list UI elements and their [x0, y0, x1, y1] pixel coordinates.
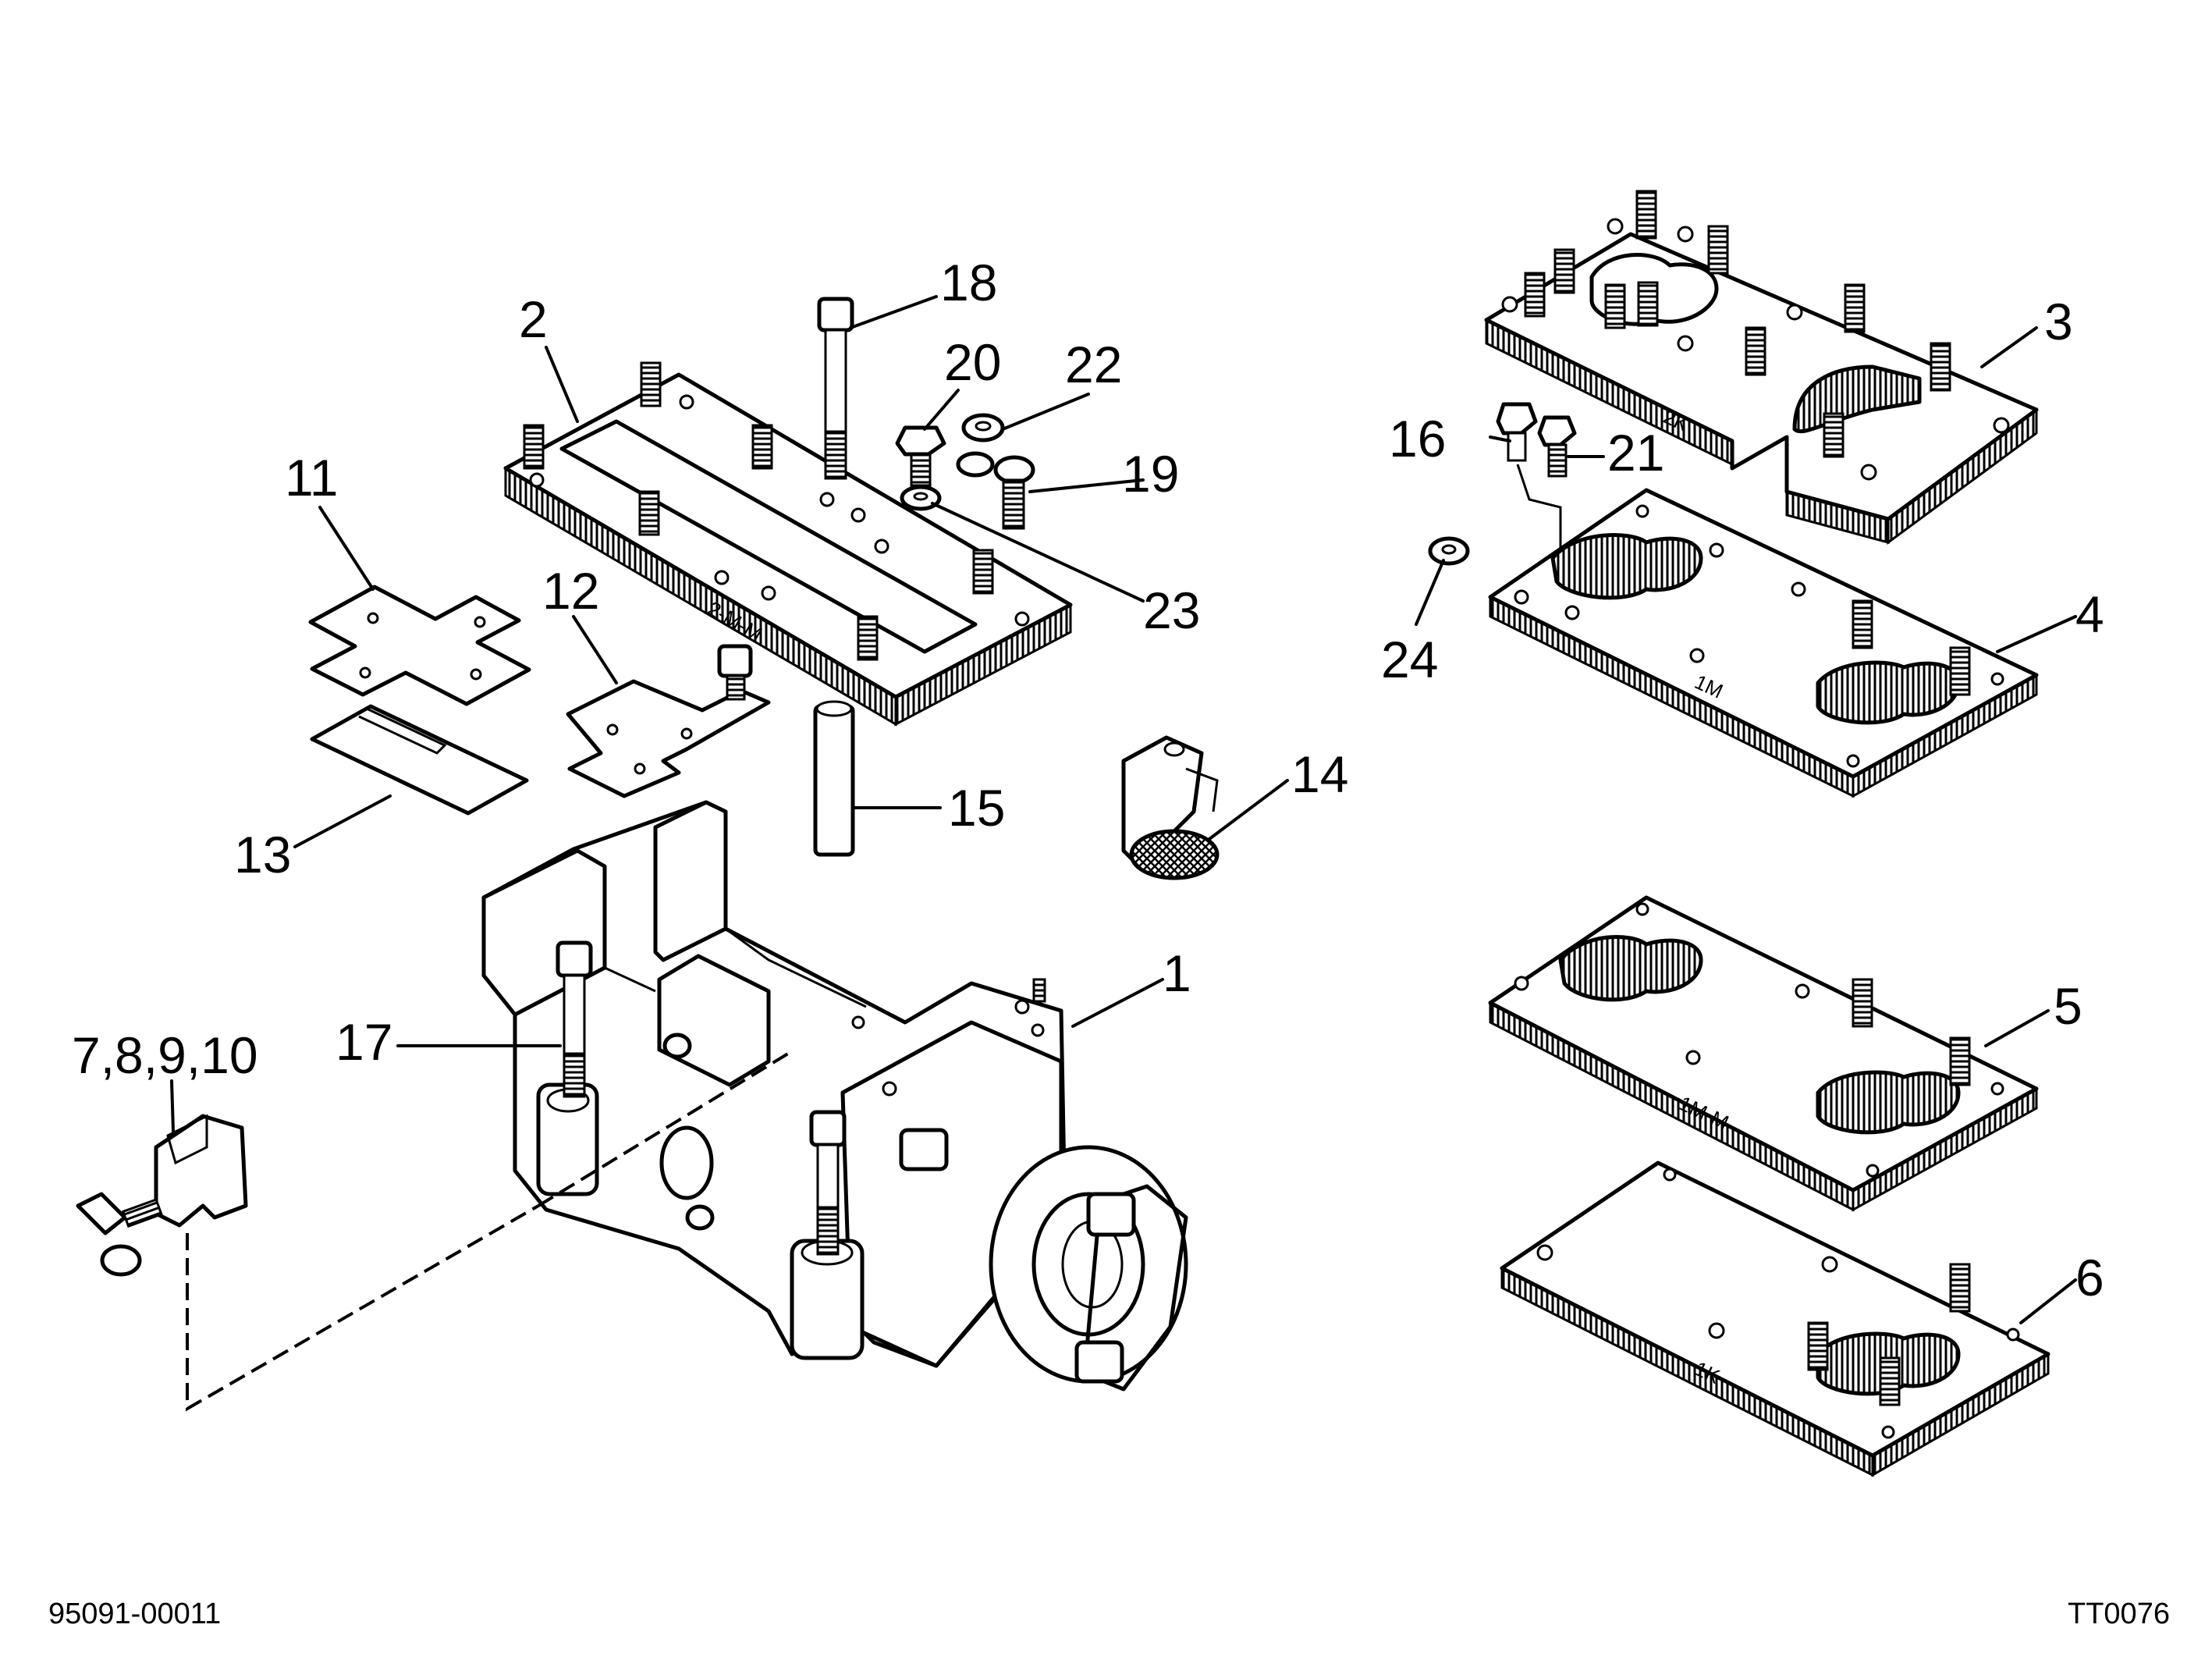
callout-21: 21 — [1607, 424, 1664, 482]
plate-6: 1K — [1500, 1161, 2050, 1477]
plate-2-holes — [529, 394, 1030, 627]
dowel-15 — [813, 700, 855, 857]
nut-22 — [961, 413, 1005, 443]
main-block-1 — [481, 800, 1188, 1392]
bolt-21 — [1537, 415, 1577, 478]
callout-19: 19 — [1122, 445, 1179, 503]
callout-24: 24 — [1381, 631, 1438, 688]
callout-17: 17 — [336, 1013, 392, 1071]
screw-17 — [556, 940, 593, 1098]
cap-screw-lower — [809, 1110, 847, 1256]
washer-23 — [900, 485, 942, 511]
bolt-16 — [1496, 402, 1538, 462]
figure-code: TT0076 — [2068, 1598, 2170, 1630]
leader-lines — [170, 295, 2077, 1324]
callout-15: 15 — [948, 779, 1005, 837]
shim-12 — [566, 644, 771, 798]
plate-2: 2-M-M — [503, 361, 1073, 727]
callout-1: 1 — [1163, 944, 1191, 1002]
callout-18: 18 — [940, 254, 997, 311]
callout-11: 11 — [285, 449, 339, 507]
plate-5: 1M-M — [1488, 895, 2039, 1212]
screw-19 — [993, 455, 1035, 530]
doc-number: 95091-00011 — [48, 1598, 221, 1630]
plate-3: 2K — [1484, 190, 2039, 545]
washer-24 — [1428, 536, 1470, 566]
assembly-guide-line — [186, 1052, 790, 1412]
callout-3: 3 — [2044, 293, 2073, 350]
callout-20: 20 — [944, 333, 1001, 391]
callout-labels: 1 2 3 4 5 6 7,8,9,10 11 12 13 14 15 16 1… — [72, 254, 2104, 1306]
clamp-7-10 — [76, 1114, 248, 1277]
plate-4: 1M — [1488, 488, 2039, 798]
washer-pair-22 — [956, 451, 995, 478]
callout-7-8-9-10: 7,8,9,10 — [72, 1026, 258, 1084]
callout-16: 16 — [1389, 410, 1446, 467]
callout-2: 2 — [519, 290, 548, 348]
screw-18 — [817, 297, 854, 480]
callout-6: 6 — [2075, 1249, 2104, 1306]
plate-3-studs — [1524, 190, 1951, 458]
plate-2-studs — [523, 361, 994, 661]
clamp-14 — [1121, 735, 1220, 880]
shim-11 — [308, 585, 531, 706]
callout-13: 13 — [234, 826, 291, 883]
callout-12: 12 — [542, 562, 599, 620]
callout-14: 14 — [1291, 745, 1348, 803]
callout-5: 5 — [2054, 977, 2082, 1035]
callout-4: 4 — [2075, 585, 2104, 643]
shim-13 — [310, 704, 529, 816]
callout-23: 23 — [1143, 581, 1200, 639]
callout-22: 22 — [1065, 336, 1122, 393]
bolt-20 — [895, 425, 946, 487]
